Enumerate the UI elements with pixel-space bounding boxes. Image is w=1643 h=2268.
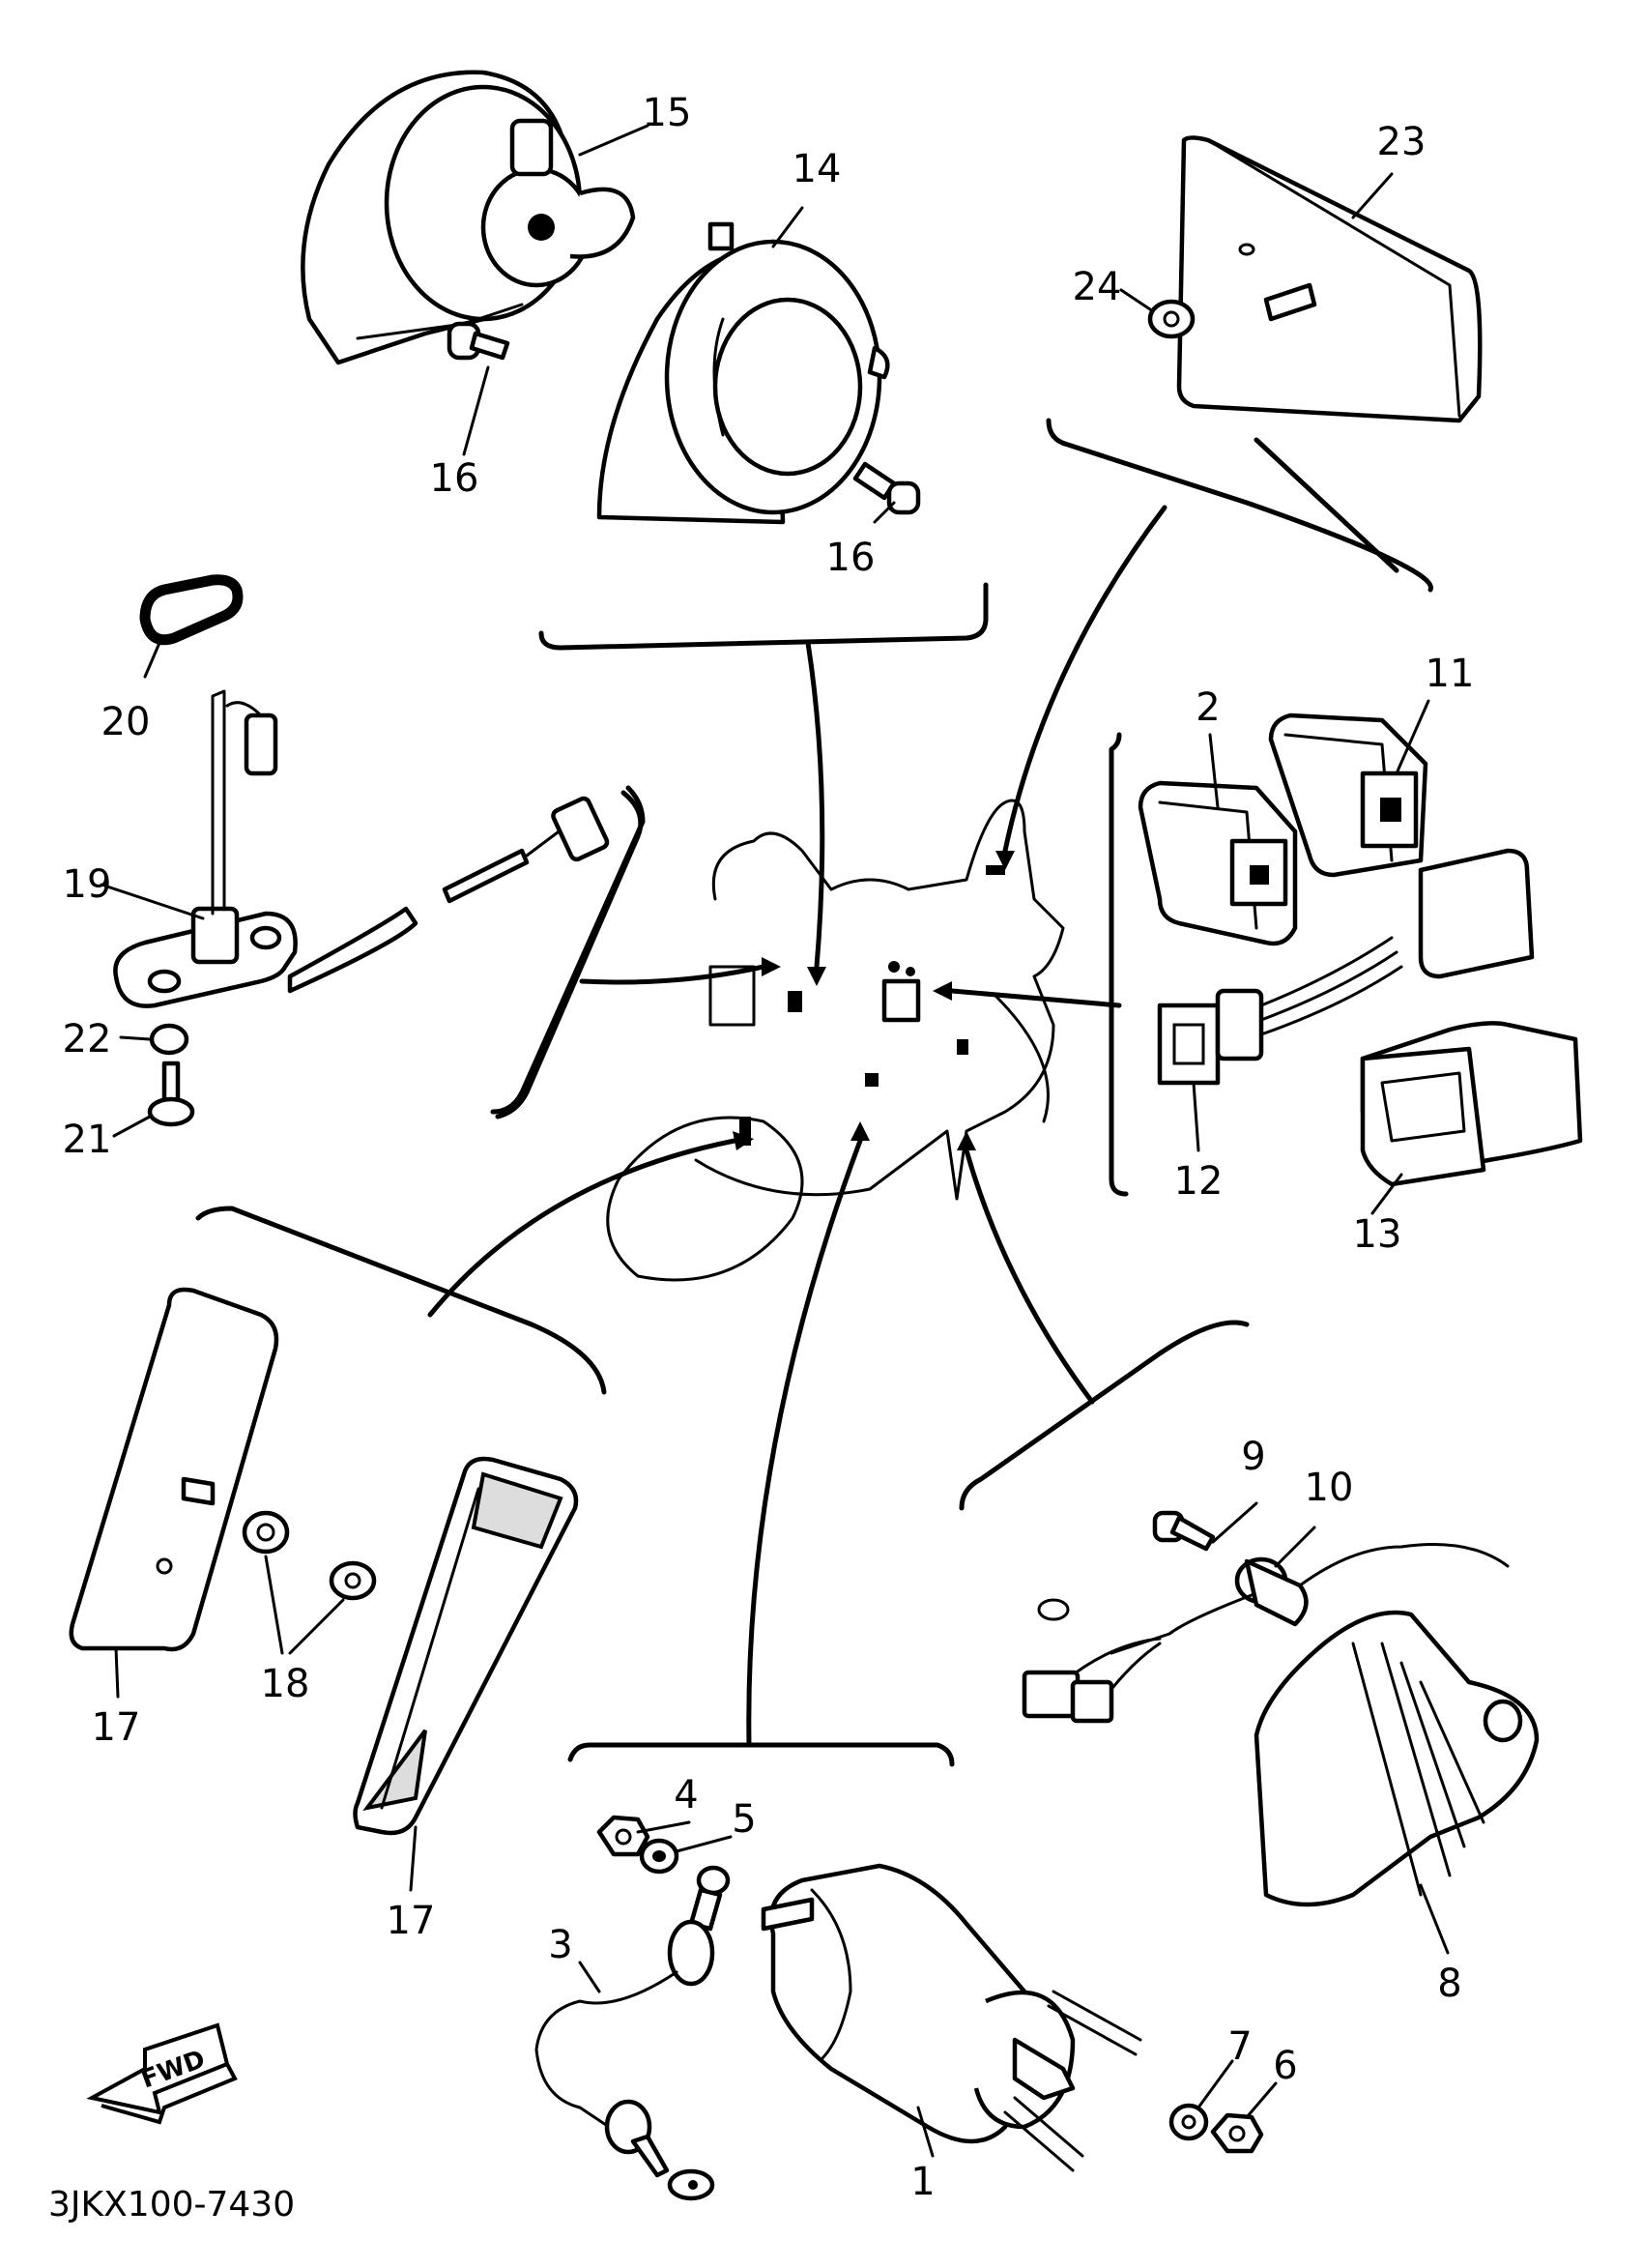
screw-21 (147, 1061, 195, 1127)
horn-14 (596, 221, 890, 525)
callout-9: 9 (1241, 1435, 1265, 1479)
side-reflector-17b (353, 1456, 579, 1836)
callout-15: 15 (643, 91, 692, 135)
callout-17a: 17 (92, 1705, 141, 1750)
callout-7: 7 (1227, 2024, 1252, 2069)
callout-22: 22 (63, 1017, 112, 1061)
callout-leaders (100, 124, 1450, 2158)
cable-3 (534, 1865, 731, 2201)
callout-12: 12 (1174, 1159, 1224, 1204)
sender-bracket (495, 790, 644, 1119)
horn-15 (301, 70, 636, 365)
reflector-23 (1176, 135, 1483, 423)
callout-20: 20 (101, 700, 151, 744)
relay-2 (1138, 780, 1298, 946)
nut-18a (242, 1510, 290, 1555)
gasket-20 (139, 574, 244, 646)
bolt-16b (852, 461, 921, 515)
bolt-9 (1152, 1510, 1216, 1552)
motorcycle-silhouette (606, 799, 1065, 1282)
wire-harness (1022, 1543, 1510, 1724)
relay-11 (1268, 712, 1428, 878)
callout-23: 23 (1377, 120, 1427, 164)
callout-11: 11 (1426, 652, 1475, 696)
bolt-16a (447, 321, 510, 361)
fwd-arrow-icon: FWD (86, 2022, 238, 2125)
callout-1: 1 (910, 2160, 935, 2204)
nut-18b (329, 1560, 377, 1601)
callout-13: 13 (1353, 1212, 1402, 1257)
diagram-code: 3JKX100-7430 (48, 2185, 295, 2224)
callout-14: 14 (793, 147, 842, 191)
callout-16a: 16 (430, 456, 479, 501)
washer-5 (639, 1838, 679, 1875)
nut-4 (596, 1815, 650, 1857)
nut-22 (149, 1023, 189, 1056)
nut-24 (1147, 299, 1196, 339)
callout-2: 2 (1196, 685, 1220, 730)
callout-17b: 17 (387, 1899, 436, 1943)
connector-12 (1157, 848, 1535, 1086)
side-reflector-17a (69, 1287, 279, 1652)
callout-18: 18 (261, 1662, 310, 1706)
callout-8: 8 (1437, 1962, 1461, 2006)
clamp-10 (1234, 1556, 1309, 1627)
cdi-unit-13 (1360, 1021, 1583, 1187)
nut-6 (1210, 2112, 1264, 2154)
callout-19: 19 (63, 862, 112, 907)
starter-relay-8 (1254, 1610, 1540, 1907)
starter-motor-1 (761, 1863, 1142, 2172)
callout-10: 10 (1305, 1466, 1354, 1510)
callout-16b: 16 (826, 536, 876, 580)
callout-labels: 15 14 23 24 16 16 20 19 22 21 2 11 12 13… (63, 91, 1475, 2204)
sender-unit-19 (113, 689, 610, 1008)
group-brackets (195, 418, 1433, 1767)
washer-7 (1168, 2103, 1209, 2141)
callout-21: 21 (63, 1118, 112, 1162)
callout-5: 5 (732, 1797, 756, 1842)
callout-4: 4 (674, 1773, 698, 1817)
callout-24: 24 (1073, 265, 1122, 309)
callout-3: 3 (548, 1923, 572, 1967)
callout-6: 6 (1273, 2044, 1297, 2088)
